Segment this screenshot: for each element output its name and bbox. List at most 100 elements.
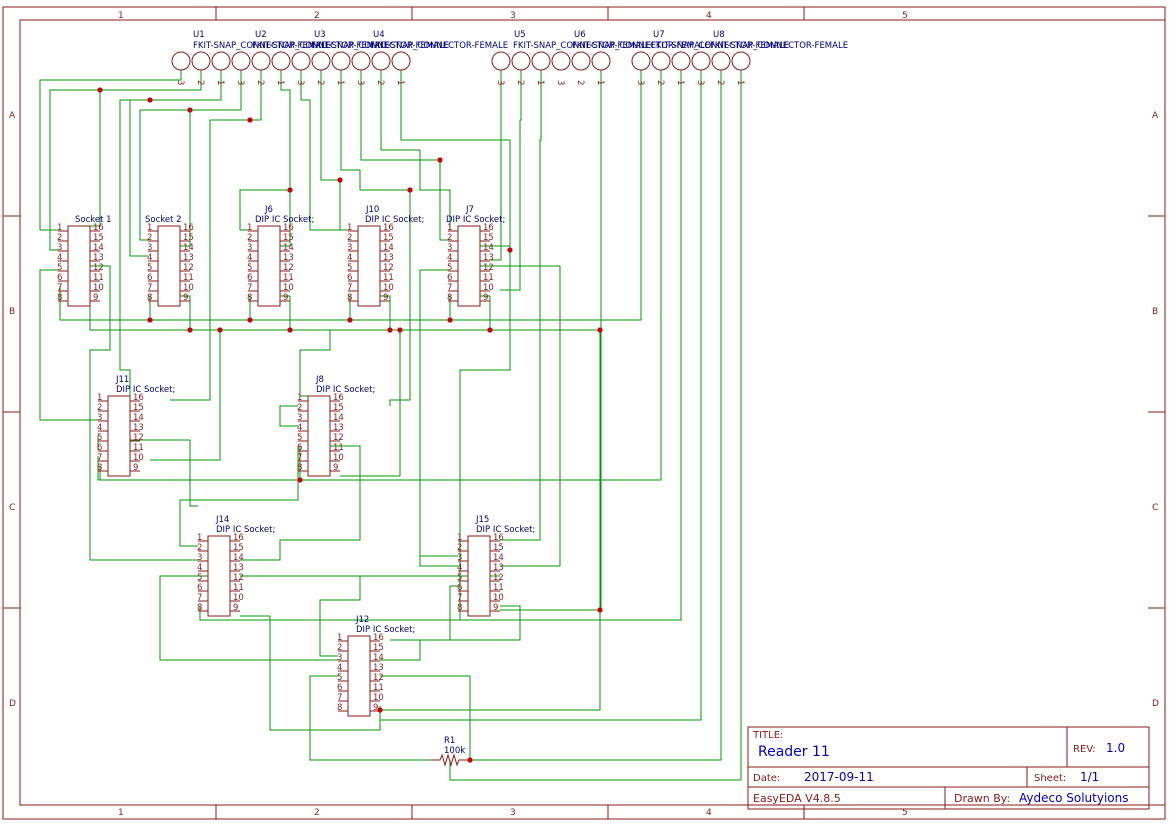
connector-u7-contact bbox=[651, 51, 671, 71]
dip-socket2-pin-num-right: 14 bbox=[183, 243, 194, 253]
dip-socket1-pin-num-left: 6 bbox=[57, 273, 62, 283]
dip-j12-pin-num-right: 11 bbox=[373, 683, 384, 693]
dip-socket1-pin-num-right: 10 bbox=[93, 283, 104, 293]
dip-j15-pin-num-left: 5 bbox=[457, 573, 462, 583]
dip-j11-pin-num-right: 14 bbox=[133, 413, 144, 423]
dip-j11-pin-num-right: 11 bbox=[133, 443, 144, 453]
wire-segment bbox=[379, 70, 702, 721]
wire-segment bbox=[148, 295, 151, 320]
connector-u1-pin-label: 3 bbox=[175, 80, 185, 85]
connector-u1-contact bbox=[191, 51, 211, 71]
wire-segment bbox=[490, 70, 502, 261]
wire-segment bbox=[248, 295, 251, 320]
connector-u2-contact bbox=[231, 51, 251, 71]
connector-u6-contact bbox=[591, 51, 611, 71]
dip-j6-pin-num-right: 14 bbox=[283, 243, 294, 253]
rev-value: 1.0 bbox=[1106, 741, 1125, 755]
wire-segment bbox=[380, 675, 471, 760]
wire-segment bbox=[179, 446, 299, 547]
u4-value: FKIT-SNAP_CONNECTOR-FEMALE bbox=[370, 41, 508, 51]
dip-j11-pin-num-left: 3 bbox=[97, 413, 102, 423]
j8-value: DIP IC Socket; bbox=[316, 385, 375, 395]
dip-j10-body bbox=[357, 225, 381, 307]
dip-j10-pin-num-left: 5 bbox=[347, 263, 352, 273]
wire-segment bbox=[280, 295, 291, 330]
dip-j12-pin-num-right: 16 bbox=[373, 633, 384, 643]
dip-j10-pin-num-left: 2 bbox=[347, 233, 352, 243]
connector-u6-pin-label: 2 bbox=[575, 80, 585, 85]
dip-j15-pin-num-left: 1 bbox=[457, 533, 462, 543]
zone-col-4-top: 4 bbox=[706, 11, 712, 21]
connector-u5-contact bbox=[531, 51, 551, 71]
wire-segment bbox=[390, 605, 521, 641]
wire-segment bbox=[500, 70, 542, 541]
dip-j6-pin-num-right: 12 bbox=[283, 263, 294, 273]
dip-j15-pin-num-right: 15 bbox=[493, 543, 504, 553]
u6-value: FKIT-SNAP_CONNECTOR-FEMALE bbox=[572, 41, 710, 51]
connector-u8-pin-label: 1 bbox=[735, 80, 745, 85]
zone-col-4-bottom: 4 bbox=[706, 808, 712, 818]
sheet-label: Sheet: bbox=[1034, 773, 1066, 784]
connector-u1-pin-label: 1 bbox=[215, 80, 225, 85]
connector-u3-contact bbox=[311, 51, 331, 71]
dip-j8-pin-num-right: 11 bbox=[333, 443, 344, 453]
u7-ref: U7 bbox=[653, 30, 665, 40]
connector-u4-contact bbox=[391, 51, 411, 71]
dip-j8-body bbox=[307, 395, 331, 477]
dip-j6-pin-num-left: 3 bbox=[247, 243, 252, 253]
connector-u2-pin-label: 3 bbox=[235, 80, 245, 85]
junction-dot bbox=[387, 327, 393, 333]
zone-col-1-top: 1 bbox=[118, 11, 124, 21]
wire-segment bbox=[97, 446, 301, 481]
dip-j14-pin-num-left: 1 bbox=[197, 533, 202, 543]
dip-j14-pin-num-right: 15 bbox=[233, 543, 244, 553]
dip-j11-pin-num-right: 16 bbox=[133, 393, 144, 403]
dip-j15-pin-num-left: 6 bbox=[457, 583, 462, 593]
dip-j15-pin-num-right: 9 bbox=[493, 603, 498, 613]
dip-j8-pin-num-right: 9 bbox=[333, 463, 338, 473]
j6-value: DIP IC Socket; bbox=[255, 215, 314, 225]
dip-j10-pin-num-right: 12 bbox=[383, 263, 394, 273]
dip-j6-pin-num-left: 5 bbox=[247, 263, 252, 273]
dip-j8-pin-num-left: 1 bbox=[297, 393, 302, 403]
dip-socket2-pin-num-left: 3 bbox=[147, 243, 152, 253]
zone-row-d-left: D bbox=[9, 699, 16, 709]
dip-socket2-pin-num-right: 16 bbox=[183, 223, 194, 233]
dip-j8-pin-num-left: 2 bbox=[297, 403, 302, 413]
zone-col-3-bottom: 3 bbox=[510, 808, 516, 818]
dip-j6-pin-num-right: 16 bbox=[283, 223, 294, 233]
junction-dot bbox=[447, 317, 453, 323]
j8-ref: J8 bbox=[315, 375, 324, 385]
connector-u4-contact bbox=[371, 51, 391, 71]
zone-markers: 1 2 3 4 5 1 2 3 4 5 A B C D A B C D bbox=[9, 11, 1159, 818]
connector-u8-contact bbox=[691, 51, 711, 71]
junction-dot bbox=[377, 707, 383, 713]
resistor-r1[interactable] bbox=[430, 753, 470, 767]
wire-segment bbox=[380, 585, 458, 661]
connector-u3-contact bbox=[291, 51, 311, 71]
dip-j7-pin-num-right: 10 bbox=[483, 283, 494, 293]
dip-j8-pin-num-right: 15 bbox=[333, 403, 344, 413]
zone-col-2-top: 2 bbox=[314, 11, 320, 21]
connector-u2-pin-label: 2 bbox=[255, 80, 265, 85]
connector-u6-pin-label: 3 bbox=[555, 80, 565, 85]
dip-j6-pin-num-right: 9 bbox=[283, 293, 288, 303]
